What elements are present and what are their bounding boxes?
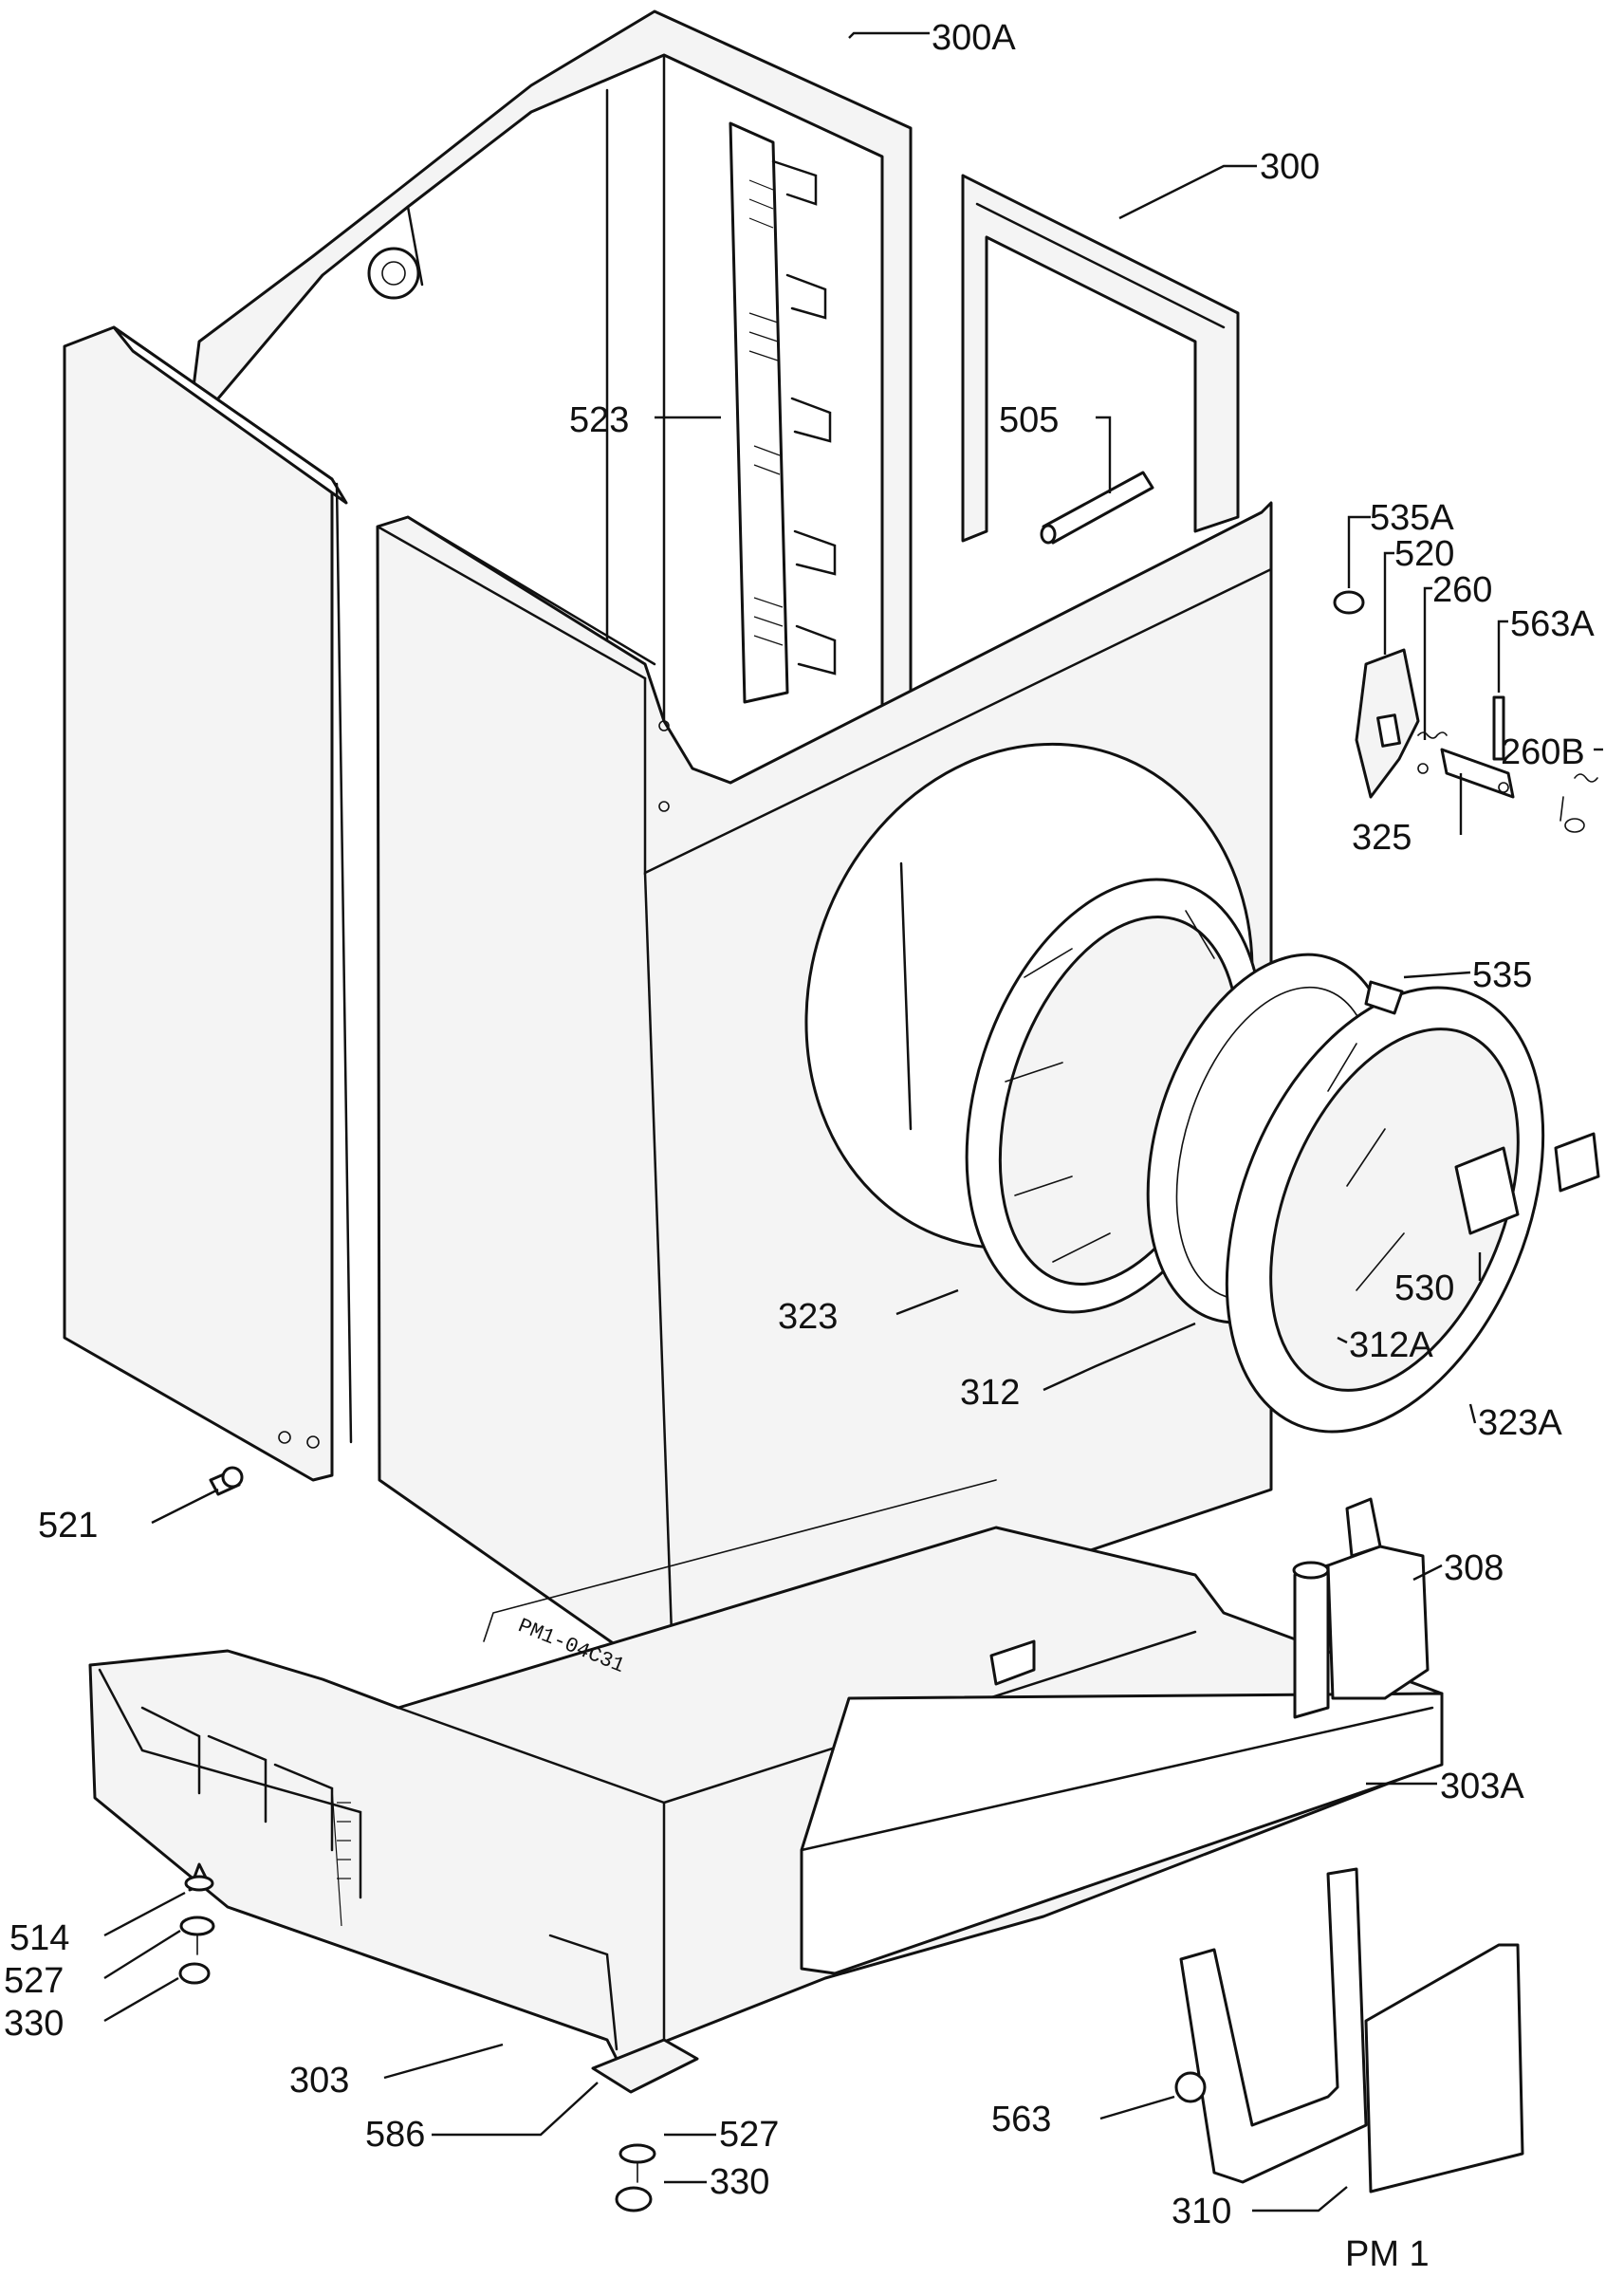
label-330-left: 330 [4, 2004, 64, 2044]
leader-lines [103, 31, 1603, 2212]
foot-assembly-left [178, 1862, 215, 1985]
label-527-left: 527 [4, 1961, 64, 2001]
label-312: 312 [960, 1373, 1020, 1413]
corner-bracket-part-586 [591, 2038, 699, 2094]
spring-part-260 [1417, 731, 1448, 774]
label-586: 586 [365, 2115, 425, 2155]
foot-assembly-right [615, 2143, 656, 2212]
plug-part-535A [1333, 590, 1365, 615]
filter-bracket-part-563 [1174, 1867, 1368, 2184]
label-310: 310 [1172, 2192, 1231, 2231]
label-535A: 535A [1370, 498, 1454, 538]
label-563A: 563A [1510, 604, 1595, 644]
label-303A: 303A [1440, 1767, 1524, 1806]
door-part-323A [1225, 986, 1545, 1434]
hinge-pin-part-535 [1364, 980, 1404, 1015]
label-330-right: 330 [710, 2162, 769, 2202]
lock-plate-part-520 [1355, 648, 1420, 799]
label-527-right: 527 [719, 2115, 779, 2155]
label-505: 505 [999, 400, 1059, 440]
label-523: 523 [569, 400, 629, 440]
right-frame-part-300 [961, 174, 1240, 543]
label-521: 521 [38, 1506, 98, 1546]
label-303: 303 [289, 2061, 349, 2101]
spring-part-260B [1559, 773, 1598, 833]
label-520: 520 [1394, 534, 1454, 574]
label-260B: 260B [1501, 732, 1585, 772]
label-535: 535 [1472, 955, 1532, 995]
label-514: 514 [9, 1918, 69, 1958]
drawing-id: PM 1 [1345, 2234, 1430, 2274]
lever-part-325 [1440, 748, 1515, 799]
label-530: 530 [1394, 1268, 1454, 1308]
pin-part-563A [1492, 695, 1505, 761]
label-312A: 312A [1349, 1325, 1433, 1365]
screw-part-521 [209, 1466, 244, 1496]
label-323A: 323A [1478, 1403, 1562, 1443]
callout-labels: 300A 300 523 505 535A 520 260 563A 260B … [4, 18, 1595, 2231]
label-260: 260 [1432, 570, 1492, 610]
door-handle-part-530 [1454, 1132, 1600, 1235]
service-flap-part-310 [1364, 1943, 1524, 2194]
label-325: 325 [1352, 818, 1412, 858]
label-308: 308 [1444, 1548, 1504, 1588]
front-plinth-part-303A [800, 1692, 1444, 1975]
rod-part-505 [1040, 471, 1154, 545]
left-side-panel [63, 325, 353, 1482]
support-rail-part-523 [729, 121, 837, 704]
label-563: 563 [991, 2100, 1051, 2139]
hinge-part-308 [1292, 1497, 1430, 1719]
label-300: 300 [1260, 147, 1320, 187]
label-300A: 300A [932, 18, 1016, 58]
label-323: 323 [778, 1297, 838, 1337]
